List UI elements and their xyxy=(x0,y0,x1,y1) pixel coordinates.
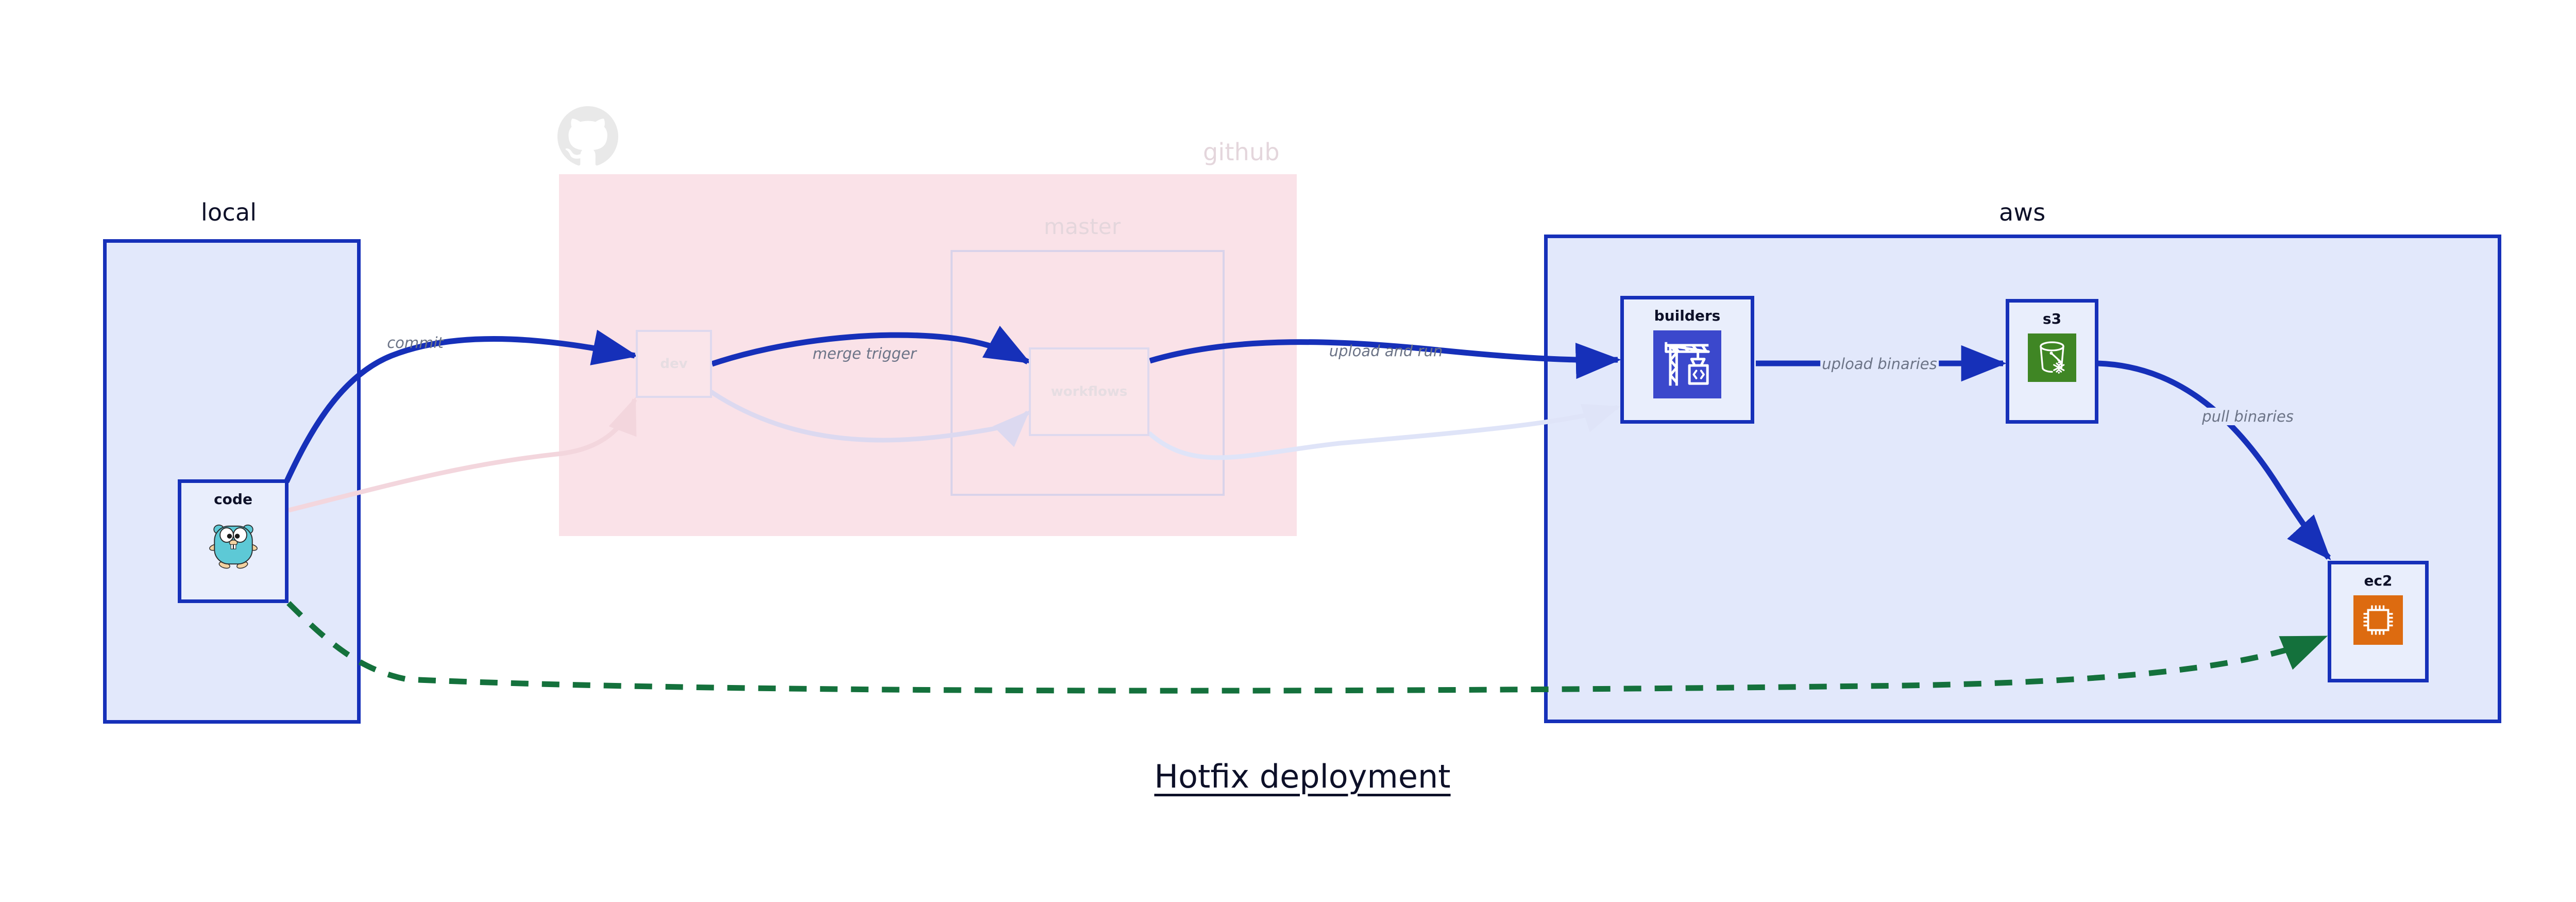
edge-label-merge-trigger: merge trigger xyxy=(811,345,918,362)
node-label-s3: s3 xyxy=(2042,310,2062,327)
cluster-title-local: local xyxy=(201,198,257,226)
edge-code-to-dev-alt xyxy=(287,396,637,513)
node-workflows[interactable]: workflows xyxy=(1029,347,1149,436)
node-builders[interactable]: builders xyxy=(1620,296,1754,424)
edge-upload-and-run xyxy=(1149,339,1621,379)
go-gopher-icon xyxy=(206,514,261,570)
edge-wf-to-builders-alt xyxy=(1147,404,1621,460)
aws-codebuild-icon xyxy=(1653,330,1721,398)
node-label-code: code xyxy=(214,491,252,508)
node-label-workflows: workflows xyxy=(1050,384,1128,399)
page-title: Hotfix deployment xyxy=(1154,758,1451,795)
edge-label-upload-and-run: upload and run xyxy=(1329,342,1443,360)
node-s3[interactable]: s3 xyxy=(2006,299,2098,424)
edge-commit xyxy=(284,329,638,483)
node-code[interactable]: code xyxy=(178,479,289,603)
edge-label-commit: commit xyxy=(387,334,444,352)
aws-ec2-icon xyxy=(2353,595,2403,645)
edge-merge-trigger xyxy=(711,325,1031,367)
node-dev[interactable]: dev xyxy=(636,330,712,398)
aws-s3-glacier-icon xyxy=(2028,333,2076,382)
cluster-title-aws: aws xyxy=(1999,198,2046,226)
node-label-builders: builders xyxy=(1654,307,1721,324)
node-label-ec2: ec2 xyxy=(2364,572,2393,589)
edge-dev-to-wf-alt xyxy=(709,390,1030,447)
edge-label-upload-binaries: upload binaries xyxy=(1820,355,1939,373)
node-ec2[interactable]: ec2 xyxy=(2328,561,2429,682)
node-label-dev: dev xyxy=(660,356,688,372)
edge-label-pull-binaries: pull binaries xyxy=(2200,408,2295,425)
cluster-title-master: master xyxy=(1044,214,1121,239)
github-octocat-icon xyxy=(557,106,618,166)
cluster-master xyxy=(951,250,1225,496)
cluster-title-github: github xyxy=(1203,138,1280,166)
edge-hotfix-direct xyxy=(286,601,2328,694)
edge-pull-binaries xyxy=(2097,360,2331,560)
